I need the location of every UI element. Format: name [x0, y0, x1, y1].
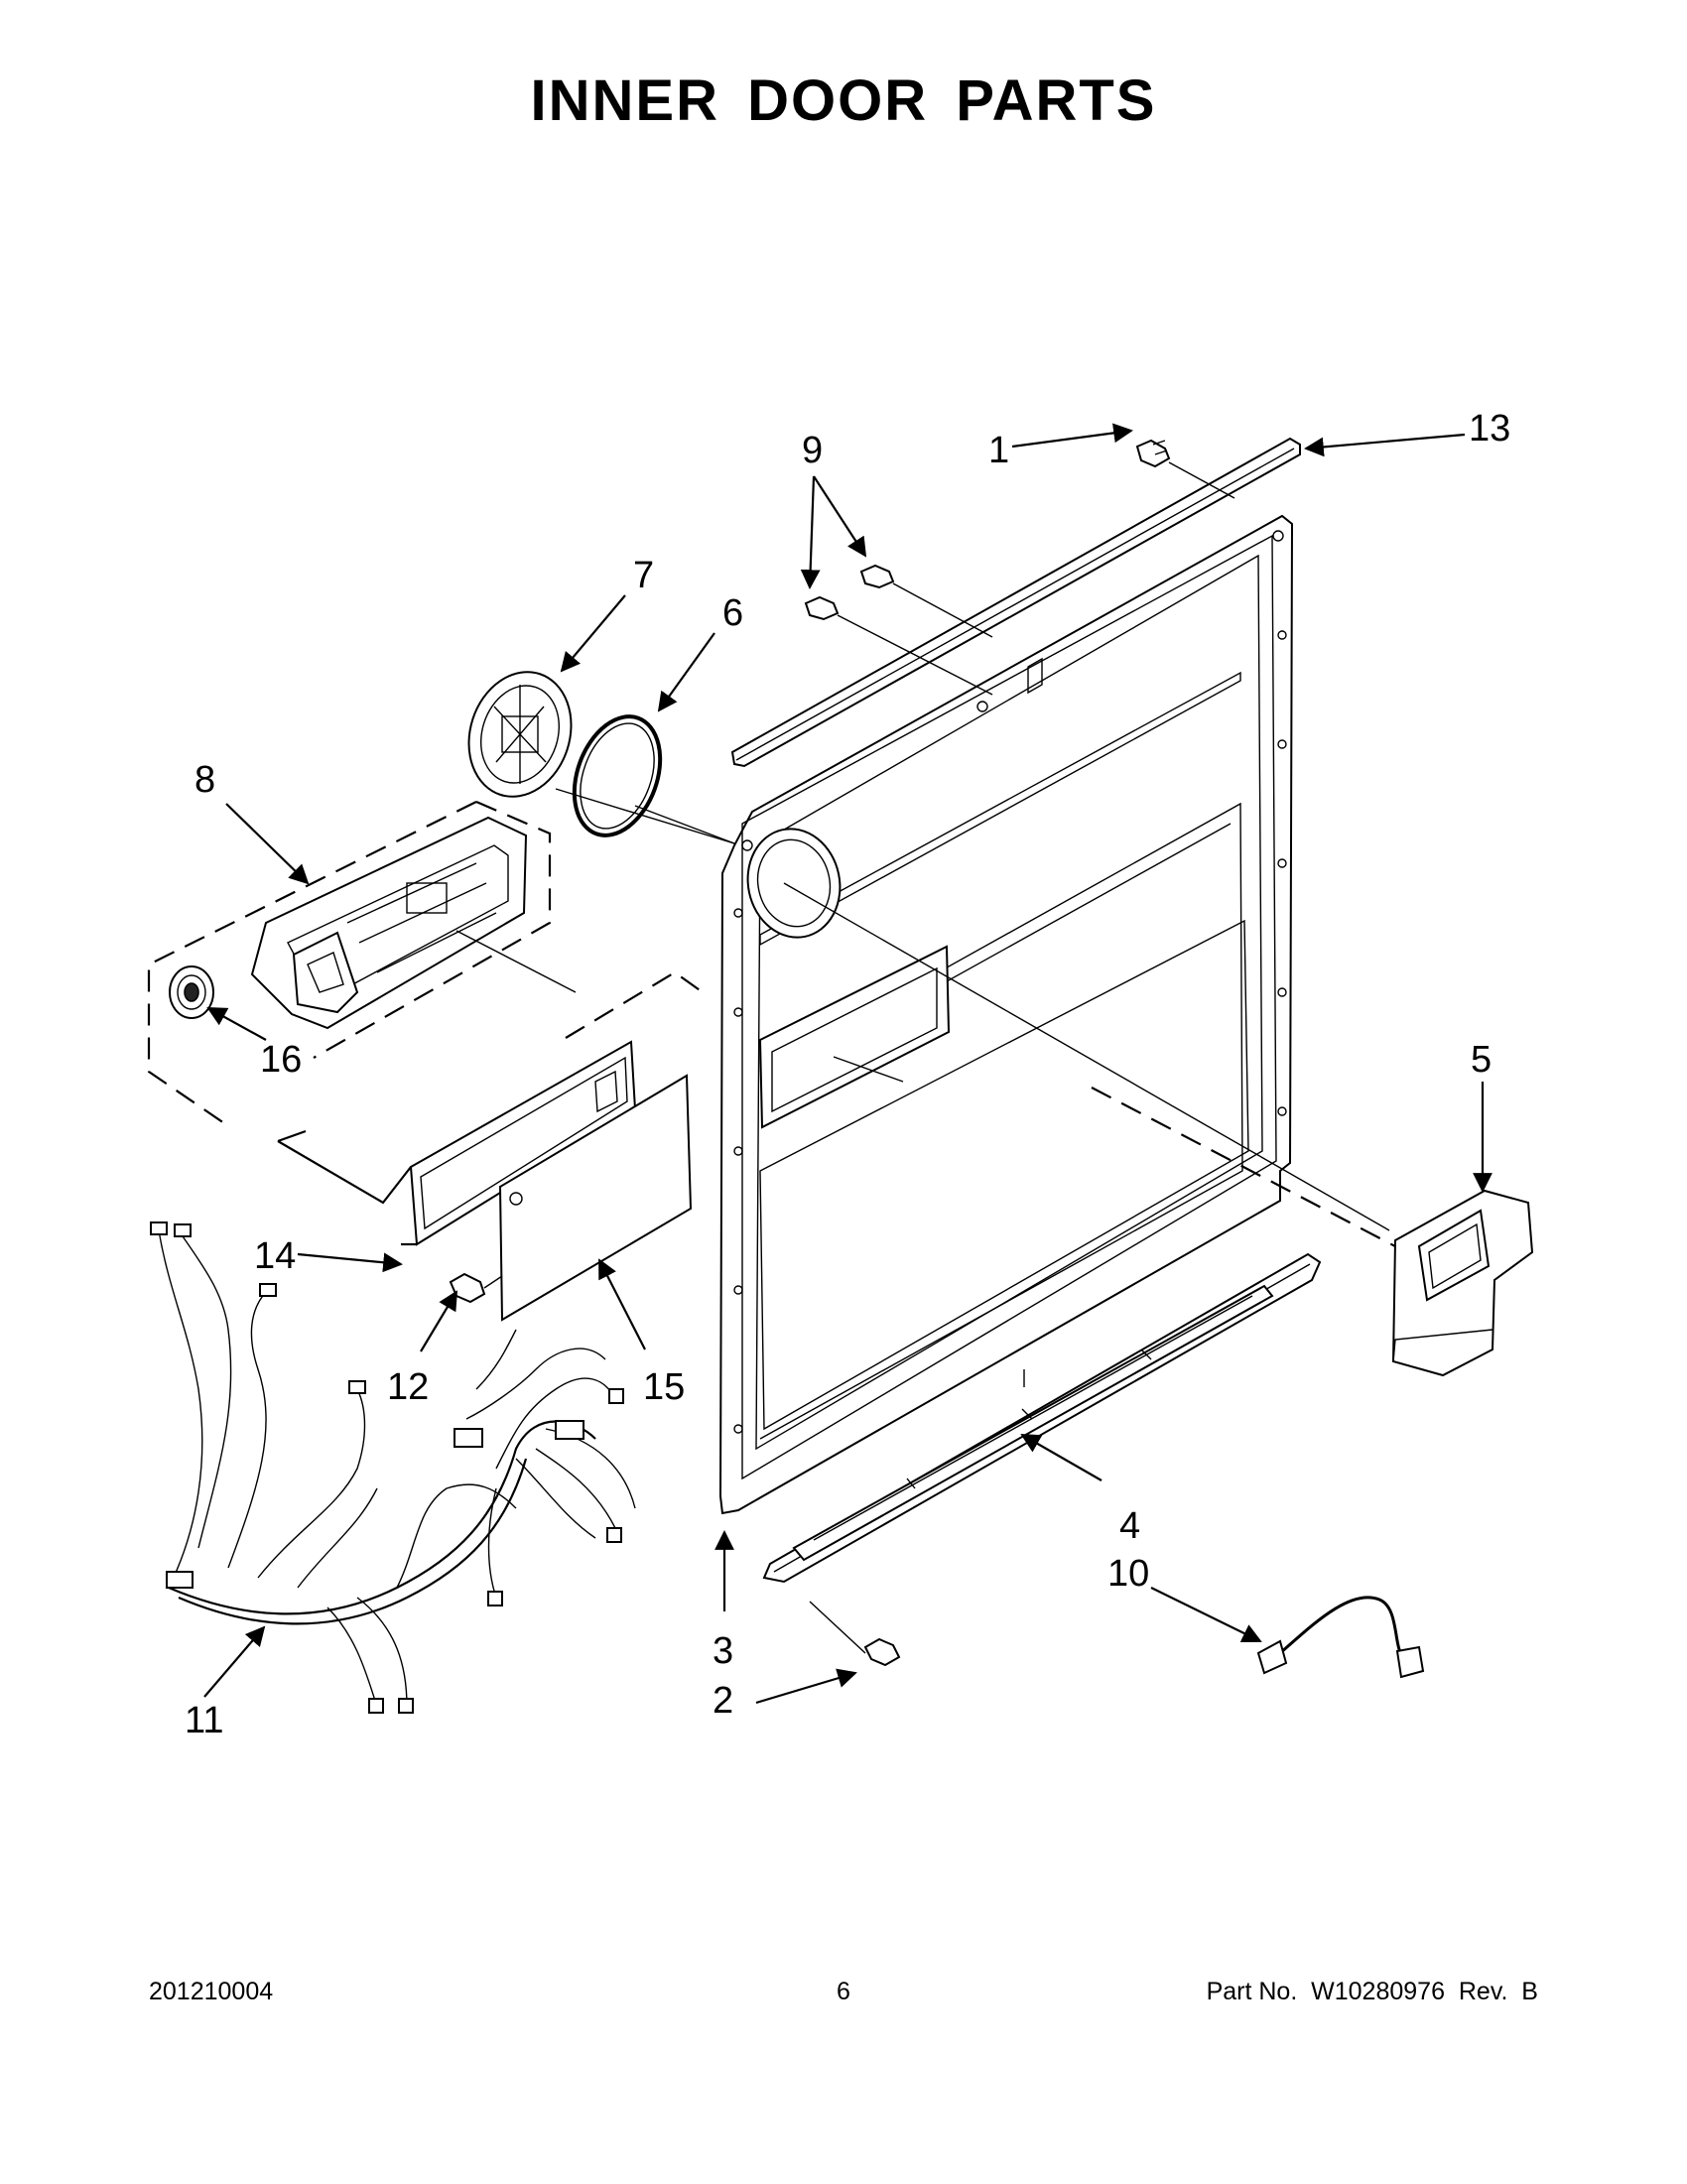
callout-labels: 1 13 9 7 6 8 16 14 12 15 5 4 10 3 2 11	[185, 408, 1510, 1741]
top-trim-rail	[730, 437, 1301, 768]
dispenser-assembly	[250, 816, 528, 1030]
rinse-aid-knob	[169, 965, 214, 1019]
callout-3: 3	[713, 1630, 733, 1672]
board-cover	[498, 1074, 693, 1322]
screw-part-1	[1135, 439, 1171, 468]
callout-15: 15	[643, 1366, 685, 1408]
callout-8: 8	[195, 759, 215, 801]
callout-leaders	[203, 423, 1492, 1705]
cap-gasket	[572, 714, 663, 837]
callout-16: 16	[260, 1039, 302, 1081]
dispenser-cap	[467, 671, 573, 798]
callout-7: 7	[633, 555, 654, 596]
callout-6: 6	[722, 592, 743, 634]
callout-9: 9	[802, 430, 823, 471]
screw-part-9b	[804, 595, 840, 621]
page-title: INNER DOOR PARTS	[530, 68, 1157, 133]
callout-4: 4	[1119, 1505, 1140, 1547]
screw-part-2	[863, 1637, 901, 1667]
bottom-vent-rail	[762, 1252, 1322, 1584]
screw-part-12	[449, 1272, 486, 1304]
footer-doc-number: 201210004	[149, 1978, 274, 2005]
callout-1: 1	[988, 430, 1009, 471]
footer-page-number: 6	[837, 1978, 850, 2005]
vent-assembly	[1391, 1189, 1534, 1377]
callout-2: 2	[713, 1680, 733, 1722]
callout-13: 13	[1469, 408, 1510, 450]
callout-14: 14	[254, 1235, 296, 1277]
callout-10: 10	[1107, 1553, 1149, 1595]
inner-door-panel	[718, 514, 1294, 1515]
callout-12: 12	[387, 1366, 429, 1408]
callout-11: 11	[185, 1700, 223, 1741]
sensor-cable	[1256, 1596, 1425, 1679]
assembly-guides	[147, 461, 1396, 1654]
footer-part-number: Part No. W10280976 Rev. B	[1206, 1978, 1538, 2005]
wire-harness	[150, 1221, 636, 1714]
screw-part-9a	[859, 564, 895, 589]
callout-5: 5	[1471, 1039, 1492, 1081]
